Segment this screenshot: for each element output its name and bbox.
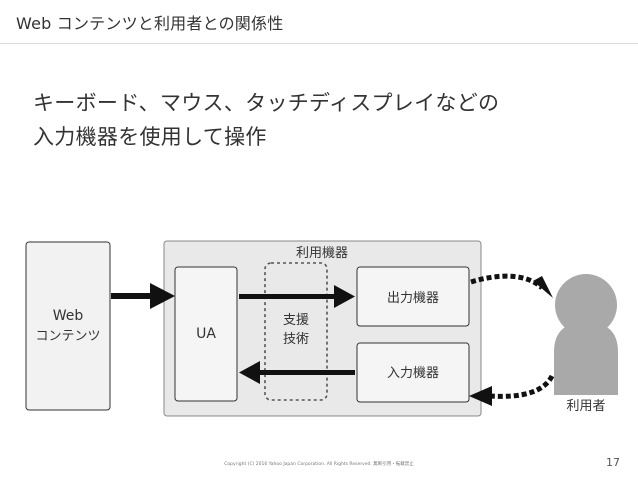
web-content-label-line1: Web bbox=[53, 308, 84, 324]
arrow-input-to-ua bbox=[239, 361, 355, 384]
lead-text: キーボード、マウス、タッチディスプレイなどの 入力機器を使用して操作 bbox=[33, 86, 593, 154]
input-device-box: 入力機器 bbox=[356, 342, 470, 403]
ua-box: UA bbox=[174, 266, 238, 402]
user-figure-icon: 利用者 bbox=[554, 274, 618, 414]
assistive-label-line2: 技術 bbox=[283, 332, 309, 347]
slide-title: Web コンテンツと利用者との関係性 bbox=[16, 14, 284, 33]
header-bar: Web コンテンツと利用者との関係性 bbox=[0, 0, 638, 44]
lead-line-1: キーボード、マウス、タッチディスプレイなどの bbox=[33, 91, 500, 115]
page-number: 17 bbox=[606, 456, 620, 469]
arrow-ua-to-output bbox=[239, 285, 355, 308]
copyright-notice: Copyright (C) 2016 Yahoo Japan Corporati… bbox=[224, 462, 414, 467]
web-content-label-line2: コンテンツ bbox=[35, 329, 100, 344]
output-device-box: 出力機器 bbox=[356, 266, 470, 327]
user-label: 利用者 bbox=[566, 399, 605, 414]
arrow-output-to-user bbox=[470, 273, 553, 298]
input-device-label: 入力機器 bbox=[387, 366, 439, 381]
lead-line-2: 入力機器を使用して操作 bbox=[33, 125, 267, 149]
assistive-technology-box: 支援 技術 bbox=[264, 262, 328, 401]
arrow-web-to-ua bbox=[111, 283, 175, 309]
assistive-label-line1: 支援 bbox=[283, 313, 309, 328]
device-group-label: 利用機器 bbox=[296, 246, 348, 261]
web-content-box: Web コンテンツ bbox=[25, 241, 111, 411]
output-device-label: 出力機器 bbox=[387, 291, 439, 306]
arrow-user-to-input bbox=[469, 374, 555, 406]
ua-label: UA bbox=[196, 326, 216, 342]
